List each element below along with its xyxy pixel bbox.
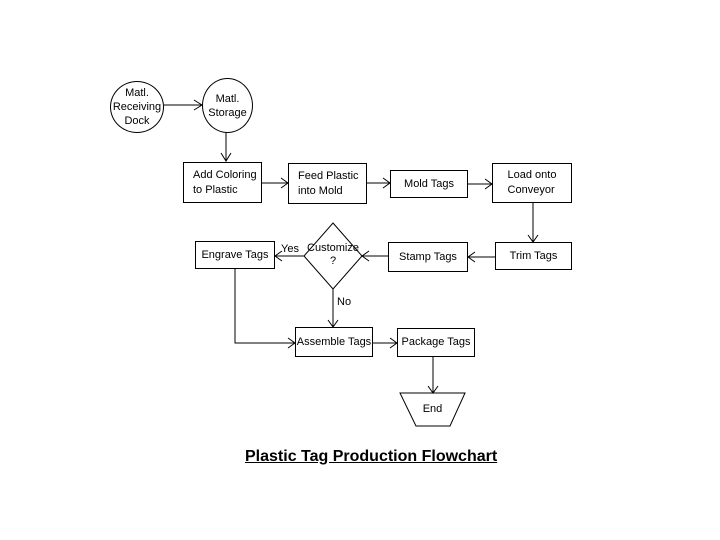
node-label: Load onto Conveyor — [507, 169, 557, 196]
connector-trimtags-to-stamptags — [467, 251, 495, 263]
connector-addcoloring-to-feedplastic — [262, 177, 289, 189]
node-trim-tags: Trim Tags — [495, 242, 572, 270]
node-matl-storage: Matl. Storage — [202, 78, 253, 133]
node-matl-receiving-dock: Matl. Receiving Dock — [110, 81, 164, 133]
edge-label-yes: Yes — [281, 243, 299, 255]
connector-moldtags-to-loadconveyor — [468, 178, 493, 190]
connector-package-to-end — [427, 357, 439, 394]
connector-storage-to-addcoloring — [220, 133, 232, 162]
connector-assemble-to-package — [373, 337, 398, 349]
node-label: Mold Tags — [404, 177, 454, 190]
node-end: End — [401, 394, 464, 424]
connector-feedplastic-to-moldtags — [367, 177, 391, 189]
node-label: Feed Plastic into Mold — [298, 169, 359, 197]
node-label: Matl. Storage — [208, 92, 247, 119]
node-add-coloring-to-plastic: Add Coloring to Plastic — [183, 162, 262, 203]
end-trapezoid-shape — [399, 392, 466, 427]
node-customize-decision: Customize ? — [304, 232, 362, 278]
node-label: End — [422, 402, 443, 415]
node-label: Matl. Receiving Dock — [112, 87, 162, 127]
flowchart-title: Plastic Tag Production Flowchart — [245, 448, 498, 465]
node-feed-plastic-into-mold: Feed Plastic into Mold — [288, 163, 367, 204]
node-label: Assemble Tags — [296, 335, 372, 348]
connector-stamptags-to-customize — [361, 250, 388, 262]
node-label: Trim Tags — [509, 249, 558, 262]
node-load-onto-conveyor: Load onto Conveyor — [492, 163, 572, 203]
node-stamp-tags: Stamp Tags — [388, 242, 468, 272]
edge-label-no: No — [337, 296, 352, 308]
node-engrave-tags: Engrave Tags — [195, 241, 275, 269]
node-mold-tags: Mold Tags — [390, 170, 468, 198]
node-label: Stamp Tags — [399, 250, 457, 263]
connector-customize-yes-to-engrave — [274, 250, 304, 262]
node-label: Package Tags — [401, 336, 471, 348]
node-label: Engrave Tags — [201, 248, 269, 261]
connector-engrave-to-assemble — [234, 269, 296, 349]
connector-loadconveyor-to-trimtags — [527, 203, 539, 243]
node-package-tags: Package Tags — [397, 328, 475, 357]
node-label: Add Coloring to Plastic — [193, 168, 257, 196]
node-label: Customize ? — [307, 242, 359, 267]
connector-receiving-to-storage — [164, 99, 203, 111]
connector-customize-no-to-assemble — [327, 289, 339, 328]
node-assemble-tags: Assemble Tags — [295, 327, 373, 357]
